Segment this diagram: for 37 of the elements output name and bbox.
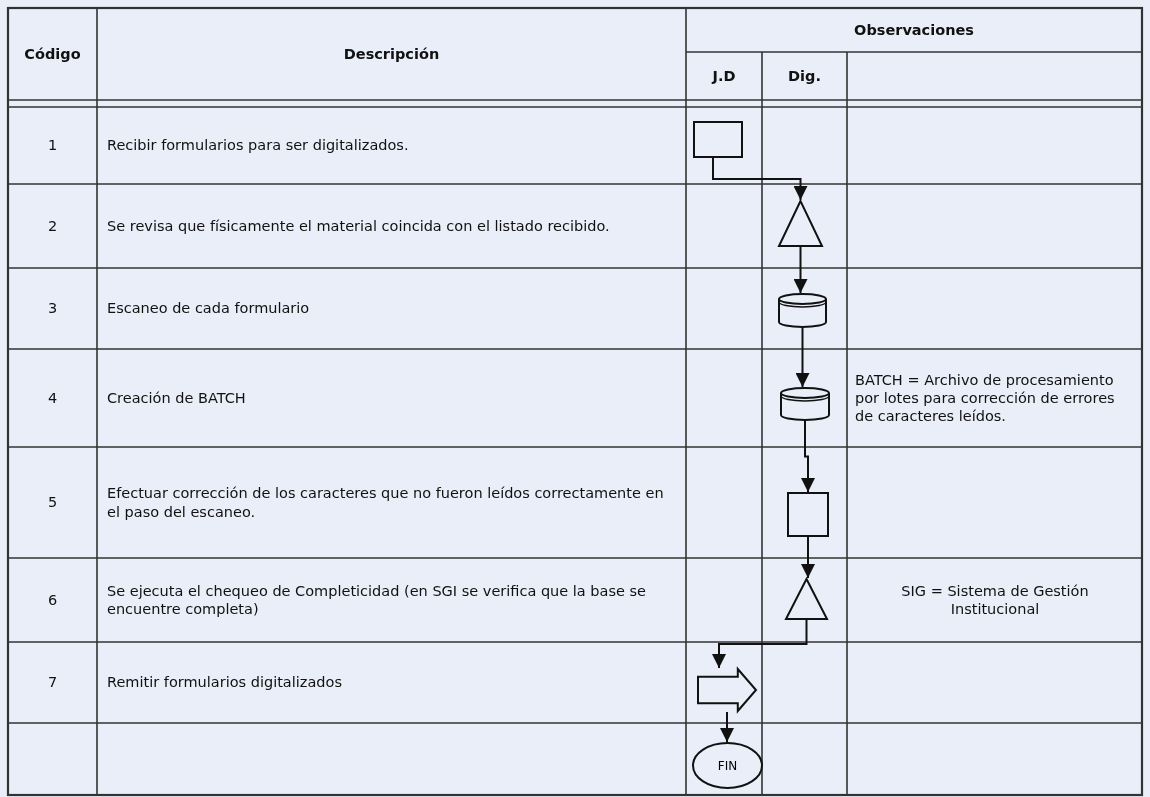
connector-arrow [801, 536, 815, 579]
column-header: Dig. [788, 66, 821, 86]
step-number: 5 [47, 493, 58, 512]
column-header: Observaciones [854, 20, 974, 40]
storage-cylinder [780, 387, 830, 421]
step-number: 7 [47, 673, 58, 692]
step-number: 6 [47, 590, 58, 610]
connector-arrow [712, 157, 808, 201]
step-description: Recibir formularios para ser digitalizados. [107, 136, 409, 155]
step-description: Escaneo de cada formulario [107, 299, 310, 318]
step-number: 3 [47, 299, 58, 318]
step-description: Remitir formularios digitalizados [107, 673, 342, 692]
storage-cylinder [778, 293, 827, 328]
connector-arrow [801, 420, 815, 493]
process-rectangle [693, 121, 743, 158]
step-description: Creación de BATCH [107, 388, 246, 408]
step-number: 2 [47, 216, 58, 236]
observation-note: BATCH = Archivo de procesamiento por lotes para corrección de errores de caracteres leídos. [855, 370, 1116, 426]
terminal-ellipse [692, 742, 763, 789]
process-rectangle [787, 492, 829, 537]
step-description: Se revisa que físicamente el material coincida con el listado recibido. [107, 216, 610, 236]
connector-arrow [795, 327, 810, 388]
step-number: 4 [47, 388, 58, 408]
column-header: J.D [712, 66, 736, 86]
observation-note: SIG = Sistema de Gestión Institucional [900, 581, 1090, 619]
block-arrow [697, 668, 757, 712]
step-number: 1 [47, 136, 58, 155]
step-description: Se ejecuta el chequeo de Completicidad (en SGI se verifica que la base se encuentre completa) [107, 581, 647, 619]
inspection-triangle [778, 200, 823, 247]
connector-arrow [793, 246, 808, 294]
connector-arrow [712, 619, 808, 669]
end-label: FIN [717, 758, 738, 773]
column-header: Código [24, 44, 81, 64]
connector-arrow [720, 711, 734, 743]
step-description: Efectuar corrección de los caracteres que no fueron leídos correctamente en el paso del escaneo. [107, 484, 665, 521]
column-header: Descripción [343, 44, 440, 64]
inspection-triangle [785, 578, 828, 620]
